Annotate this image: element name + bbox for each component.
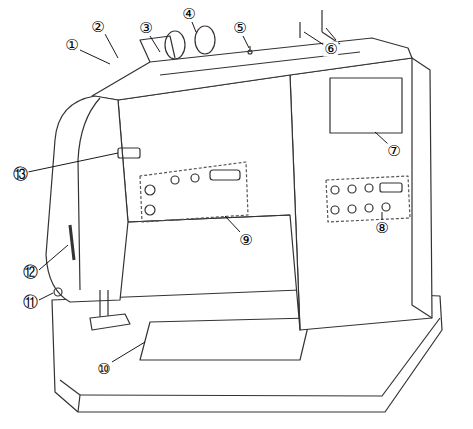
callout-number: ⑥ bbox=[323, 42, 338, 57]
callout-number: ⑧ bbox=[374, 221, 389, 236]
callout-number: ⑪ bbox=[22, 295, 39, 310]
callout-number: ⑩ bbox=[96, 362, 111, 377]
callout-number: ④ bbox=[181, 7, 196, 22]
callout-number: ⑫ bbox=[22, 265, 39, 280]
callout-number: ⑨ bbox=[238, 233, 253, 248]
callout-number: ③ bbox=[138, 21, 153, 36]
callout-number: ② bbox=[90, 20, 105, 35]
callout-number: ⑬ bbox=[12, 167, 29, 182]
callout-number: ⑦ bbox=[386, 144, 401, 159]
callout-number: ① bbox=[64, 38, 79, 53]
callout-number: ⑤ bbox=[232, 21, 247, 36]
